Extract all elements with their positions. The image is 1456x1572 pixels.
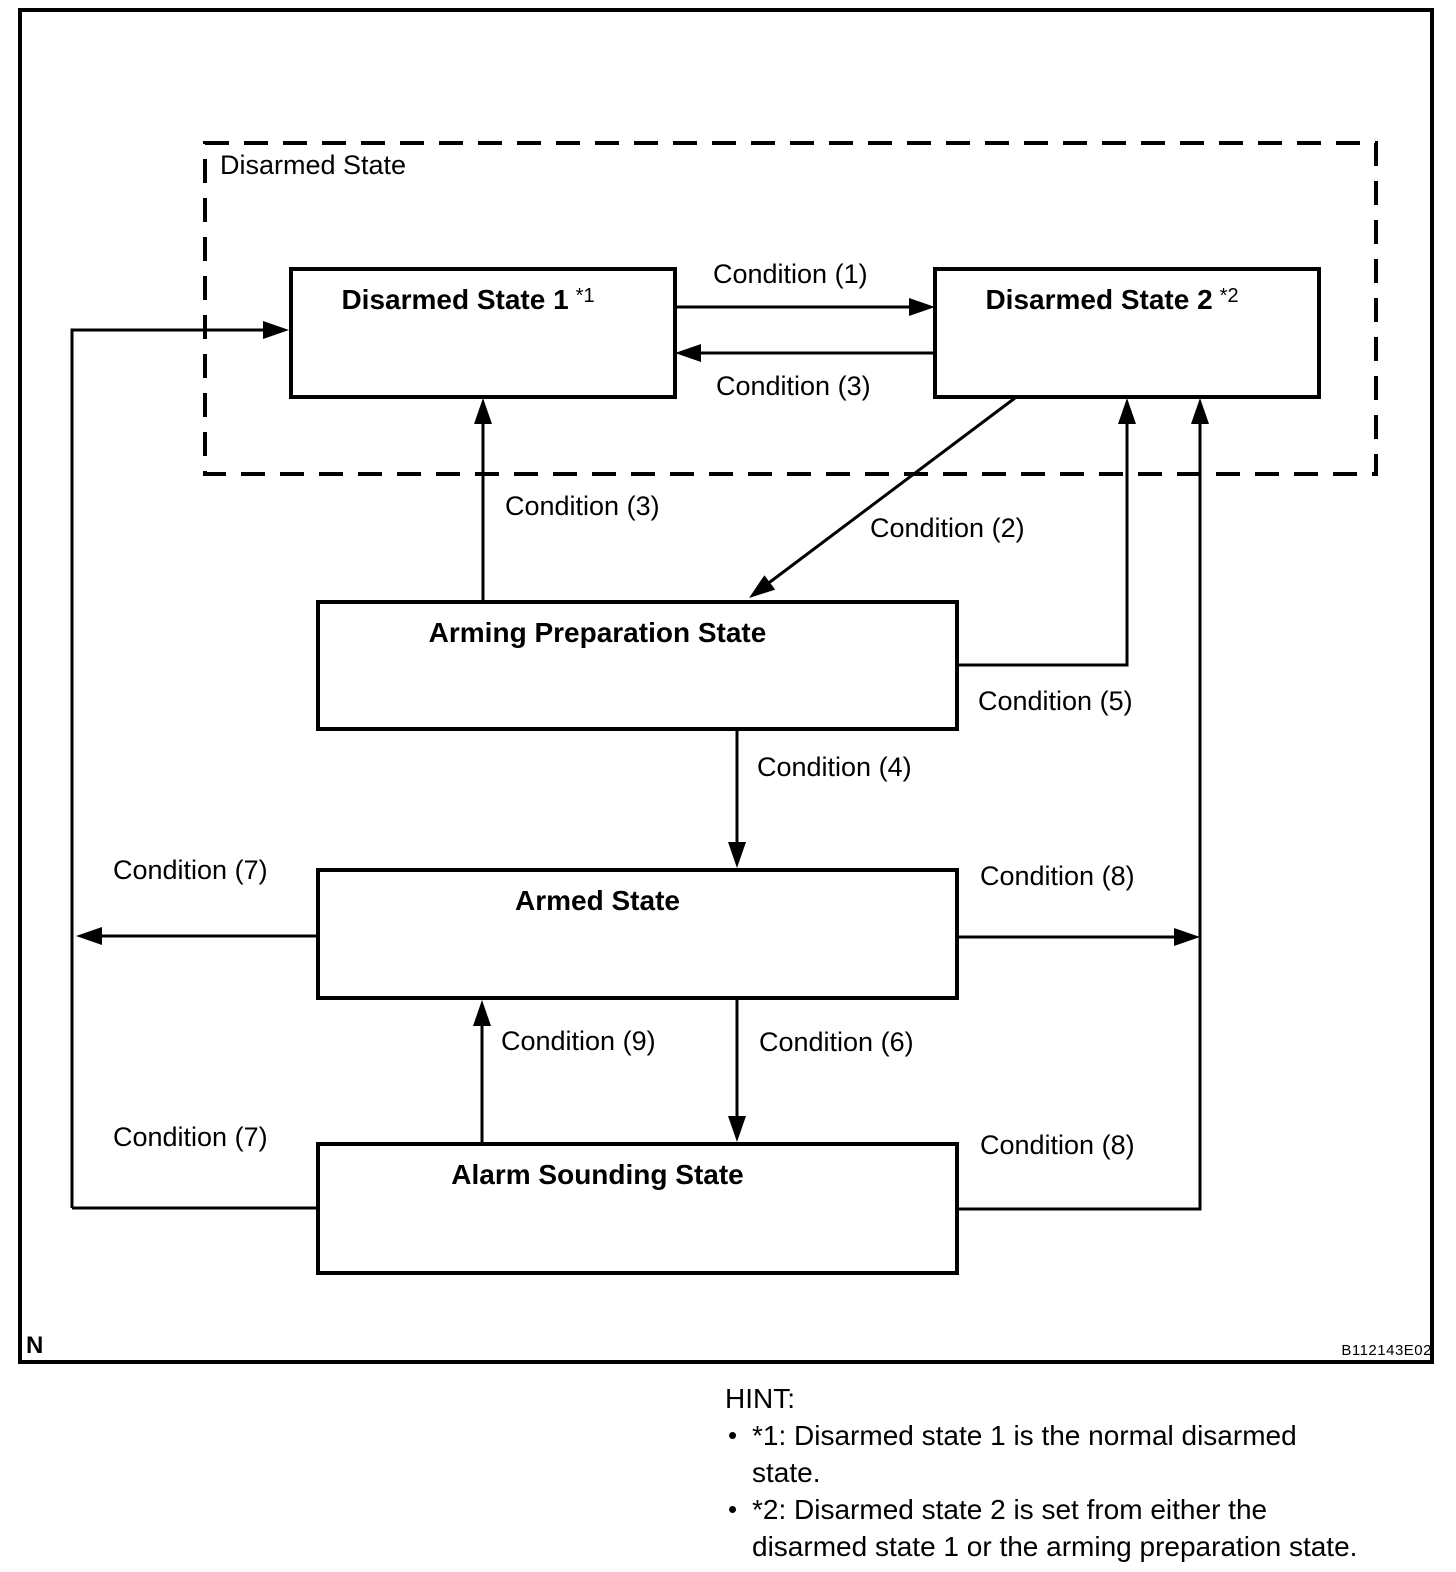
- hint-item-2-line-1: *2: Disarmed state 2 is set from either …: [752, 1494, 1268, 1525]
- state-box-armed: Armed State: [316, 868, 959, 1000]
- bullet-icon: •: [728, 1494, 738, 1524]
- label-condition-3-up: Condition (3): [505, 491, 660, 521]
- figure-code: B112143E02: [1341, 1342, 1432, 1359]
- arrowhead-cond2: [749, 575, 776, 598]
- hint-item-1-text: *1: Disarmed state 1 is the normal disar…: [752, 1417, 1297, 1491]
- arrowhead-cond7-armed: [76, 927, 102, 945]
- arrowhead-cond4: [728, 842, 746, 868]
- arrowhead-into-ds1: [263, 321, 289, 339]
- label-condition-3-between: Condition (3): [716, 371, 871, 401]
- state-label-disarmed-2: Disarmed State 2: [985, 284, 1213, 315]
- label-condition-6: Condition (6): [759, 1027, 914, 1057]
- footnote-marker-1: *1: [575, 285, 595, 307]
- hint-item-1: • *1: Disarmed state 1 is the normal dis…: [723, 1417, 1456, 1491]
- label-condition-5: Condition (5): [978, 686, 1133, 716]
- cond8-alarm-line: [958, 420, 1202, 1211]
- arrowhead-cond8-armed: [1174, 928, 1200, 946]
- arrowhead-cond3-horizontal: [675, 344, 701, 362]
- arrowhead-cond9: [473, 1000, 491, 1026]
- label-condition-2: Condition (2): [870, 513, 1025, 543]
- bullet-icon: •: [728, 1420, 738, 1450]
- arrowhead-cond6: [728, 1116, 746, 1142]
- hint-item-2: • *2: Disarmed state 2 is set from eithe…: [723, 1491, 1456, 1565]
- hint-title: HINT:: [725, 1383, 795, 1414]
- state-box-disarmed-1: Disarmed State 1 *1: [289, 267, 677, 399]
- arrowhead-cond8-riser: [1191, 398, 1209, 424]
- state-label-alarm-sounding: Alarm Sounding State: [451, 1159, 744, 1190]
- label-condition-7-alarm: Condition (7): [113, 1122, 268, 1152]
- label-condition-4: Condition (4): [757, 752, 912, 782]
- hint-item-1-line-2: state.: [752, 1457, 821, 1488]
- label-condition-7-armed: Condition (7): [113, 855, 268, 885]
- hint-block: HINT: • *1: Disarmed state 1 is the norm…: [723, 1380, 1456, 1565]
- state-label-armed: Armed State: [515, 885, 680, 916]
- state-label-disarmed-1: Disarmed State 1: [341, 284, 569, 315]
- cond5-line: [958, 420, 1129, 667]
- cond2-line: [765, 396, 1016, 587]
- hint-item-2-text: *2: Disarmed state 2 is set from either …: [752, 1491, 1357, 1565]
- arrowhead-cond3-vertical: [474, 398, 492, 424]
- arrowhead-cond1: [909, 298, 935, 316]
- arrowhead-cond5: [1118, 398, 1136, 424]
- disarmed-group-label: Disarmed State: [220, 150, 407, 180]
- state-box-disarmed-2: Disarmed State 2 *2: [933, 267, 1321, 399]
- return-loop-left-line: [70, 328, 283, 1208]
- frame-letter: N: [26, 1332, 44, 1359]
- label-condition-1: Condition (1): [713, 259, 868, 289]
- hint-item-1-line-1: *1: Disarmed state 1 is the normal disar…: [752, 1420, 1297, 1451]
- state-box-arming-preparation: Arming Preparation State: [316, 600, 959, 731]
- hint-item-2-line-2: disarmed state 1 or the arming preparati…: [752, 1531, 1358, 1562]
- footnote-marker-2: *2: [1219, 285, 1239, 307]
- label-condition-9: Condition (9): [501, 1026, 656, 1056]
- disarmed-group-outline: [203, 141, 1378, 476]
- state-box-alarm-sounding: Alarm Sounding State: [316, 1142, 959, 1275]
- label-condition-8-armed: Condition (8): [980, 861, 1135, 891]
- state-label-arming-preparation: Arming Preparation State: [428, 617, 767, 648]
- label-condition-8-alarm: Condition (8): [980, 1130, 1135, 1160]
